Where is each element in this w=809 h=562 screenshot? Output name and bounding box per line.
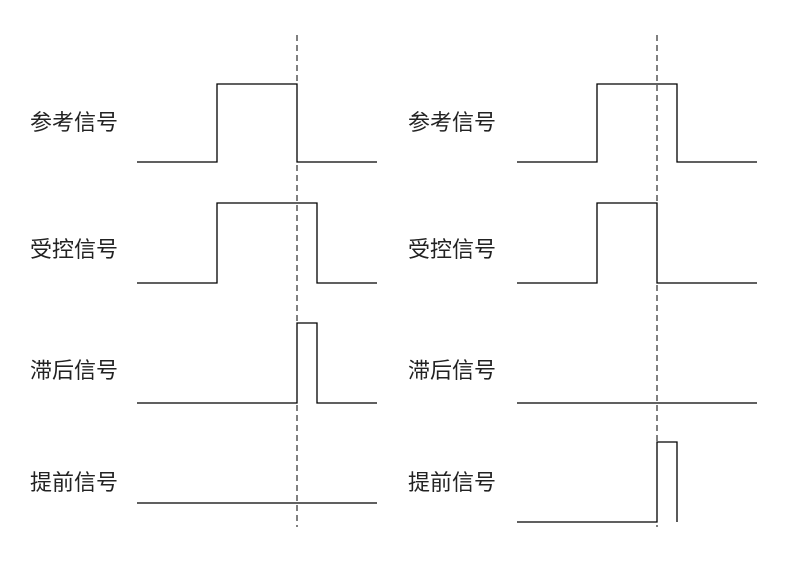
right-controlled-signal-trace [517,202,757,284]
left-controlled-signal-trace [137,202,377,284]
left-lead-signal-label: 提前信号 [30,471,118,496]
left-reference-signal-trace [137,83,377,163]
right-lead-signal-trace [517,441,678,523]
left-lag-signal-trace [137,322,377,404]
left-controlled-signal-label: 受控信号 [30,238,118,263]
left-lag-signal-label: 滞后信号 [30,359,118,384]
left-reference-signal-label: 参考信号 [30,111,118,136]
left-panel: 参考信号 受控信号 滞后信号 提前信号 [30,35,377,527]
right-lead-signal-label: 提前信号 [408,471,496,496]
right-lag-signal-label: 滞后信号 [408,359,496,384]
right-reference-signal-label: 参考信号 [408,111,496,136]
right-panel: 参考信号 受控信号 滞后信号 提前信号 [408,35,757,527]
right-controlled-signal-label: 受控信号 [408,238,496,263]
right-reference-signal-trace [517,83,757,163]
